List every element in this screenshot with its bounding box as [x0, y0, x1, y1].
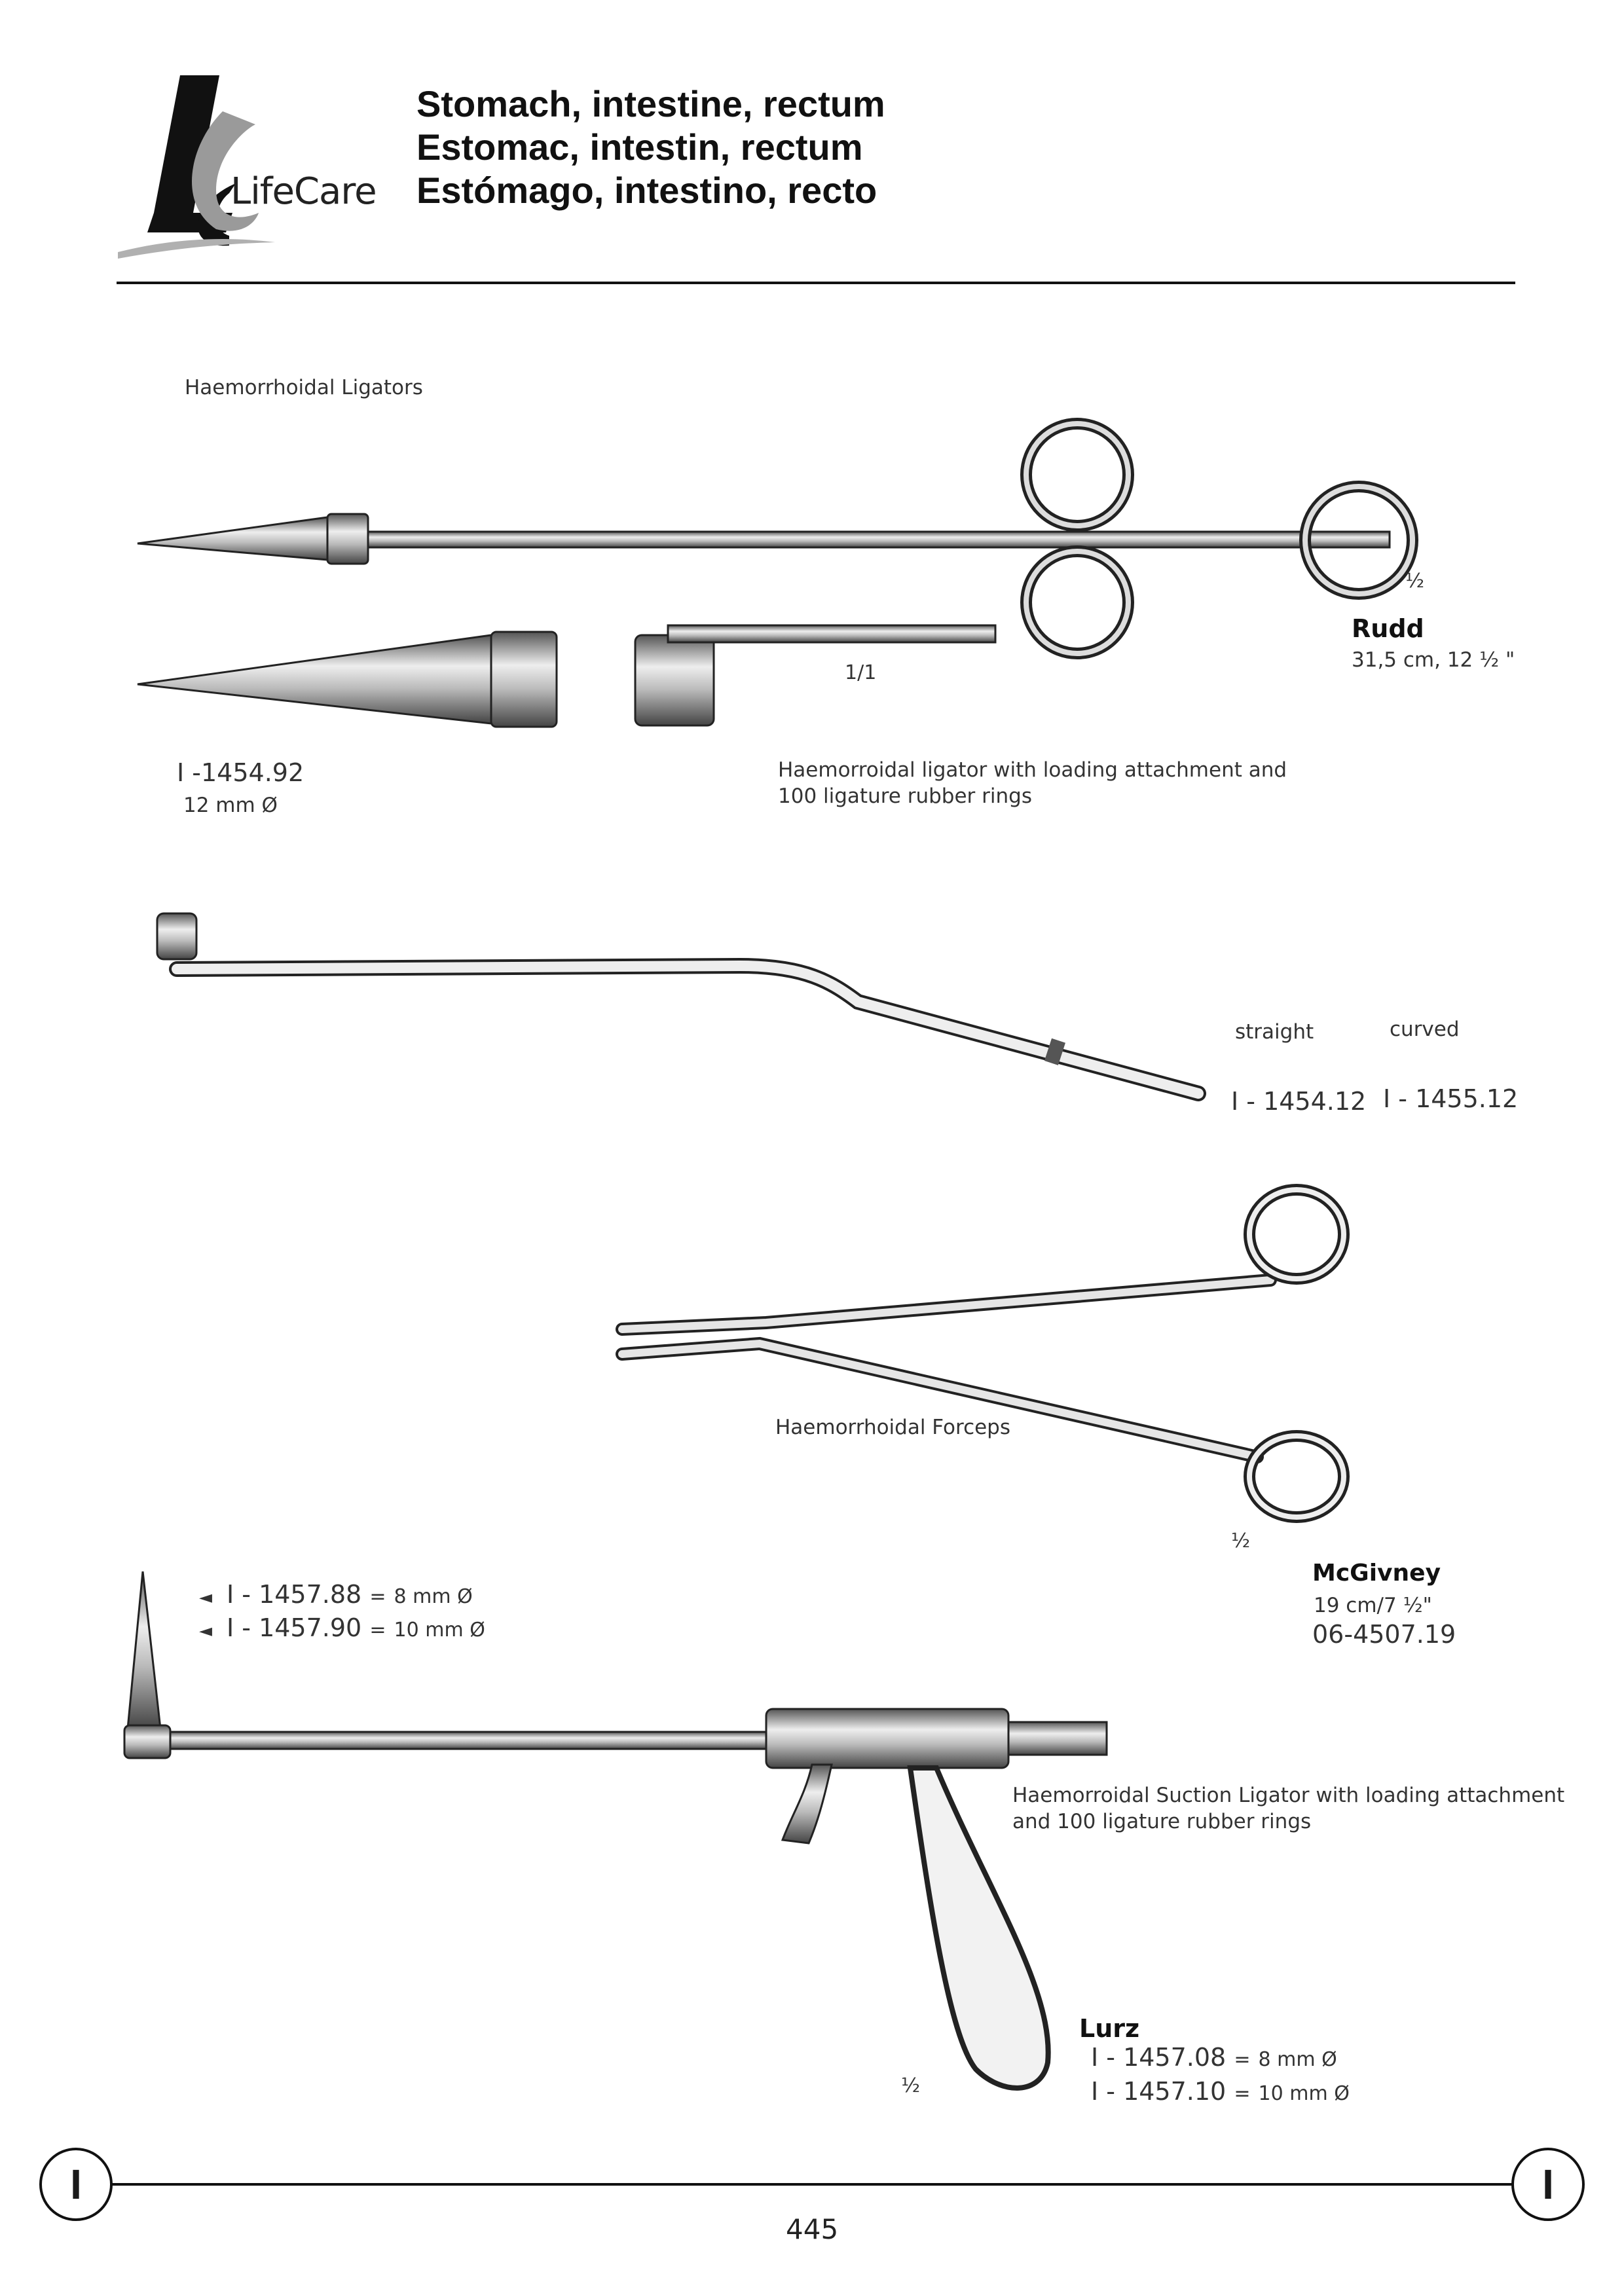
tip-code-list: ◄ I - 1457.88 = 8 mm Ø ◄ I - 1457.90 = 10 …	[199, 1579, 485, 1646]
lurz-product-name: Lurz	[1079, 2014, 1140, 2043]
tip-code-row: ◄ I - 1457.90 = 10 mm Ø	[199, 1613, 485, 1646]
mcgivney-product-name: McGivney	[1312, 1560, 1441, 1587]
rudd-ligator-illustration	[137, 418, 1418, 728]
rudd-diameter: 12 mm Ø	[183, 794, 278, 817]
enlargement-scale: 1/1	[845, 661, 877, 684]
lurz-code-row: I - 1457.08 = 8 mm Ø	[1091, 2042, 1350, 2076]
curved-label: curved	[1390, 1018, 1460, 1041]
section-heading-ligators: Haemorrhoidal Ligators	[185, 376, 423, 399]
tip-equals: =	[369, 1619, 386, 1642]
straight-label: straight	[1235, 1020, 1314, 1044]
brand-name: LifeCare	[231, 170, 377, 213]
rudd-product-name: Rudd	[1352, 614, 1424, 643]
tip-size: 8 mm Ø	[394, 1585, 473, 1608]
section-heading-forceps: Haemorrhoidal Forceps	[775, 1416, 1011, 1439]
rudd-description-line2: 100 ligature rubber rings	[778, 784, 1032, 808]
mcgivney-product-size: 19 cm/7 ½"	[1314, 1594, 1432, 1617]
lurz-size: 10 mm Ø	[1258, 2082, 1350, 2105]
loading-attachment-illustration	[156, 912, 1206, 1101]
mcgivney-code: 06-4507.19	[1312, 1620, 1456, 1649]
page-title: Stomach, intestine, rectum Estomac, inte…	[416, 83, 885, 212]
straight-code: I - 1454.12	[1231, 1087, 1367, 1116]
rudd-product-size: 31,5 cm, 12 ½ "	[1352, 648, 1515, 672]
lurz-code: I - 1457.10	[1091, 2077, 1227, 2106]
tip-size: 10 mm Ø	[394, 1619, 485, 1642]
rudd-code: I -1454.92	[177, 758, 304, 787]
lurz-description-line2: and 100 ligature rubber rings	[1012, 1810, 1312, 1833]
company-logo: LifeCare	[118, 72, 380, 262]
mcgivney-forceps-illustration	[616, 1184, 1350, 1523]
tip-code-row: ◄ I - 1457.88 = 8 mm Ø	[199, 1579, 485, 1613]
page-number: 445	[786, 2213, 839, 2245]
pointer-icon: ◄	[199, 1588, 212, 1607]
rudd-code-prefix: I -	[177, 758, 201, 787]
lurz-code-row: I - 1457.10 = 10 mm Ø	[1091, 2076, 1350, 2110]
rudd-scale: ½	[1405, 570, 1425, 593]
lurz-size: 8 mm Ø	[1258, 2048, 1337, 2071]
lurz-code-list: I - 1457.08 = 8 mm Ø I - 1457.10 = 10 mm…	[1091, 2042, 1350, 2110]
lurz-scale: ½	[901, 2074, 921, 2097]
footer-divider	[111, 2183, 1519, 2186]
rudd-code-number: 1454.92	[201, 758, 304, 787]
title-french: Estomac, intestin, rectum	[416, 126, 863, 168]
lurz-suction-ligator-illustration	[123, 1571, 1108, 2091]
rudd-description: Haemorroidal ligator with loading attach…	[778, 757, 1287, 809]
mcgivney-scale: ½	[1231, 1530, 1251, 1552]
title-english: Stomach, intestine, rectum	[416, 83, 885, 124]
title-spanish: Estómago, intestino, recto	[416, 170, 877, 211]
lurz-description: Haemorroidal Suction Ligator with loadin…	[1012, 1782, 1564, 1835]
lurz-code: I - 1457.08	[1091, 2043, 1227, 2072]
tip-equals: =	[369, 1585, 386, 1608]
lurz-description-line1: Haemorroidal Suction Ligator with loadin…	[1012, 1784, 1565, 1807]
logo-mark-icon	[118, 75, 275, 259]
header-divider	[117, 282, 1515, 284]
tip-code: I - 1457.90	[227, 1613, 362, 1642]
section-tab-right: I	[1511, 2148, 1585, 2221]
lurz-equals: =	[1234, 2048, 1251, 2071]
lurz-equals: =	[1234, 2082, 1251, 2105]
curved-code: I - 1455.12	[1383, 1084, 1519, 1113]
tip-code: I - 1457.88	[227, 1580, 362, 1609]
section-tab-left: I	[39, 2148, 113, 2221]
pointer-icon: ◄	[199, 1621, 212, 1641]
rudd-description-line1: Haemorroidal ligator with loading attach…	[778, 758, 1287, 782]
